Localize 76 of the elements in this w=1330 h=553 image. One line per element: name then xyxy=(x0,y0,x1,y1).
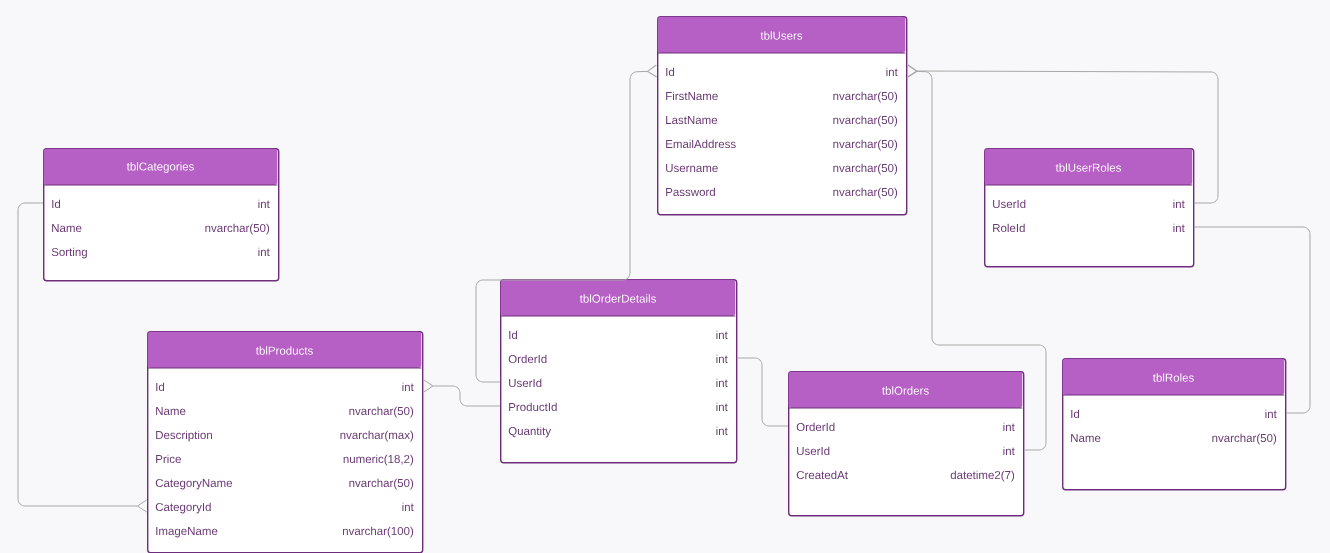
column-name: Id xyxy=(52,199,61,209)
column-type: datetime2(7) xyxy=(950,470,1015,482)
column-type: int xyxy=(258,247,270,257)
relationship-line xyxy=(475,64,658,383)
relationship-line xyxy=(423,379,501,407)
column-name: CategoryId xyxy=(155,502,211,514)
column-name: OrderId xyxy=(796,422,835,432)
table-title: tblOrderDetails xyxy=(579,294,656,303)
column-type: int xyxy=(716,426,728,436)
column-name: Name xyxy=(1071,434,1101,443)
column-name: Username xyxy=(666,164,718,173)
column-name: Description xyxy=(156,430,212,442)
column-name: UserId xyxy=(797,446,830,456)
table-title: tblProducts xyxy=(255,346,313,355)
column-type: nvarchar(50) xyxy=(349,478,414,490)
column-name: EmailAddress xyxy=(666,139,736,149)
column-name: Id xyxy=(509,330,518,340)
column-type: int xyxy=(1003,422,1015,432)
column-name: CategoryName xyxy=(155,478,232,490)
column-name: Price xyxy=(156,454,181,464)
column-type: int xyxy=(716,354,728,364)
table xyxy=(147,331,424,553)
column-type: nvarchar(max) xyxy=(340,430,414,442)
table-title: tblOrders xyxy=(882,386,929,395)
column-type: nvarchar(50) xyxy=(833,91,898,103)
column-name: UserId xyxy=(509,378,542,388)
column-name: Sorting xyxy=(51,247,87,259)
column-name: Password xyxy=(666,187,715,197)
column-name: ImageName xyxy=(156,527,218,538)
column-name: CreatedAt xyxy=(796,470,848,480)
column-type: int xyxy=(1003,446,1015,456)
column-name: FirstName xyxy=(666,91,718,101)
column-type: int xyxy=(1173,223,1185,233)
column-name: Id xyxy=(156,382,165,392)
table xyxy=(657,16,908,216)
column-type: int xyxy=(258,199,270,209)
column-type: int xyxy=(402,502,414,512)
column-name: Quantity xyxy=(508,426,551,438)
column-type: int xyxy=(886,67,898,77)
column-type: nvarchar(50) xyxy=(833,115,898,127)
column-name: Id xyxy=(666,67,675,77)
column-type: int xyxy=(1173,199,1185,209)
table-title: tblUserRoles xyxy=(1055,163,1121,172)
column-type: int xyxy=(716,378,728,388)
column-name: Id xyxy=(1071,409,1080,419)
column-type: nvarchar(50) xyxy=(833,187,898,199)
table xyxy=(1062,358,1287,491)
table xyxy=(500,279,738,464)
table xyxy=(984,148,1195,268)
column-type: nvarchar(50) xyxy=(349,406,414,418)
column-type: int xyxy=(716,330,728,340)
column-name: UserId xyxy=(993,199,1026,209)
column-name: OrderId xyxy=(508,354,547,364)
column-type: int xyxy=(1265,409,1277,419)
relationship-line xyxy=(907,64,1047,451)
table-title: tblCategories xyxy=(126,162,194,173)
table xyxy=(43,148,280,282)
column-type: nvarchar(50) xyxy=(1212,433,1277,445)
column-type: nvarchar(100) xyxy=(343,526,414,538)
relationship-line xyxy=(736,357,789,427)
column-name: ProductId xyxy=(509,402,557,412)
column-type: numeric(18,2) xyxy=(343,454,414,466)
table-title: tblRoles xyxy=(1152,373,1194,382)
table xyxy=(788,371,1025,517)
column-type: nvarchar(50) xyxy=(833,163,898,175)
table-title: tblUsers xyxy=(760,31,803,40)
column-type: int xyxy=(716,402,728,412)
column-type: int xyxy=(402,382,414,392)
column-type: nvarchar(50) xyxy=(833,139,898,151)
column-name: LastName xyxy=(666,116,718,125)
column-name: RoleId xyxy=(993,223,1025,233)
column-name: Name xyxy=(52,224,82,233)
column-type: nvarchar(50) xyxy=(205,223,270,235)
column-name: Name xyxy=(156,407,186,416)
relationship-line xyxy=(17,202,147,513)
relationship-line xyxy=(1193,226,1311,414)
